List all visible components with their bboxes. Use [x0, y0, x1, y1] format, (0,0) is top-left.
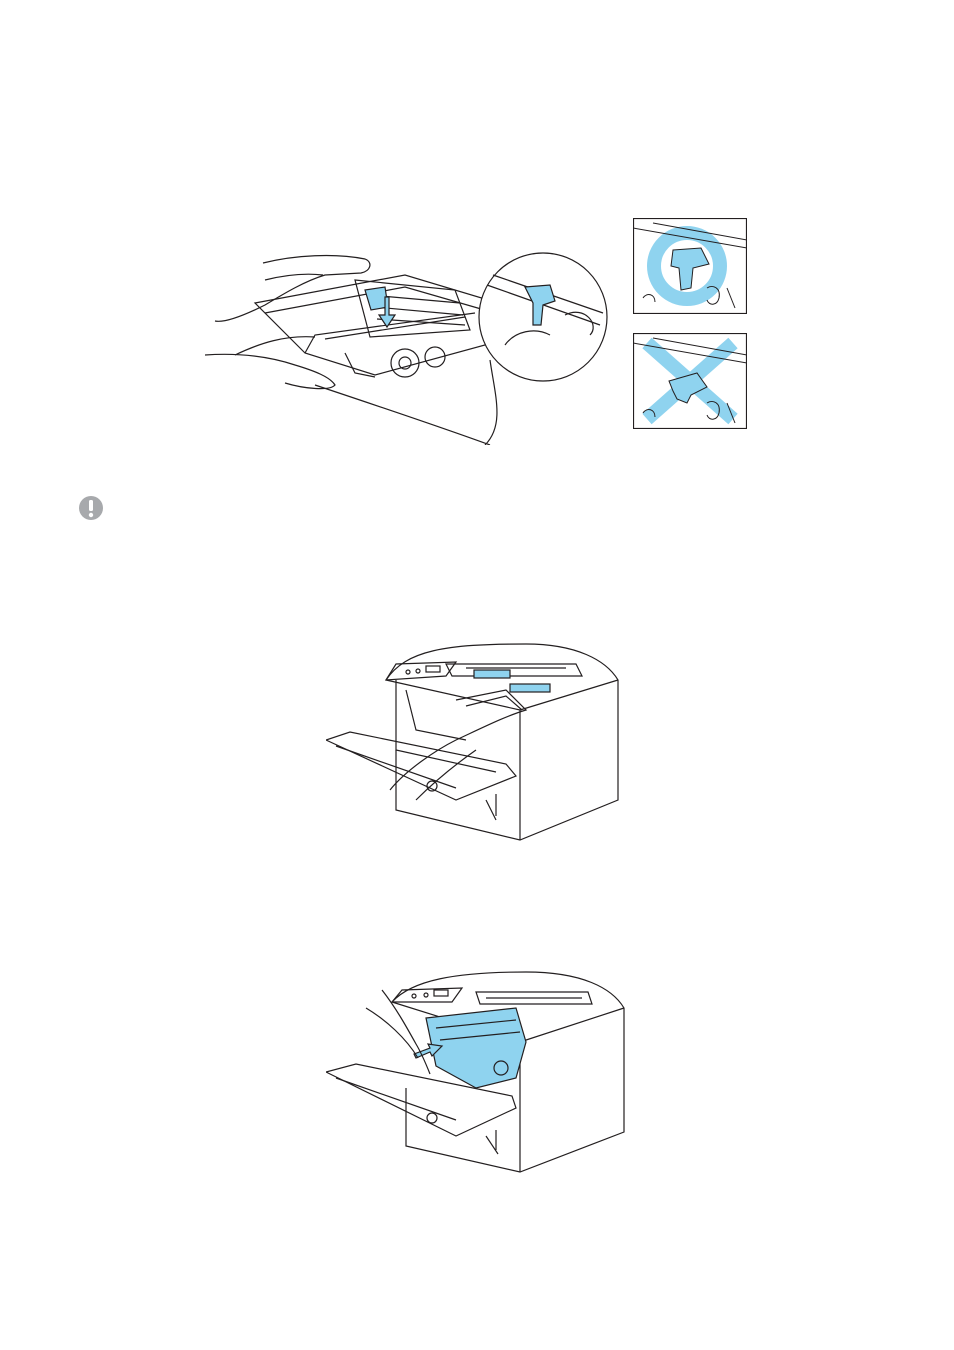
- front-door: [326, 732, 516, 800]
- toner-into-drum-illustration: [205, 235, 610, 445]
- lever-correct-position-illustration: [633, 218, 747, 314]
- lever-incorrect-position-illustration: [633, 333, 747, 429]
- upper-hand: [215, 256, 370, 322]
- hand: [390, 690, 526, 790]
- printer-open-front-cover-illustration: [326, 640, 626, 842]
- lower-hand: [205, 354, 335, 388]
- exclamation-note-icon: [78, 495, 104, 521]
- printer-insert-drum-unit-illustration: [326, 968, 626, 1174]
